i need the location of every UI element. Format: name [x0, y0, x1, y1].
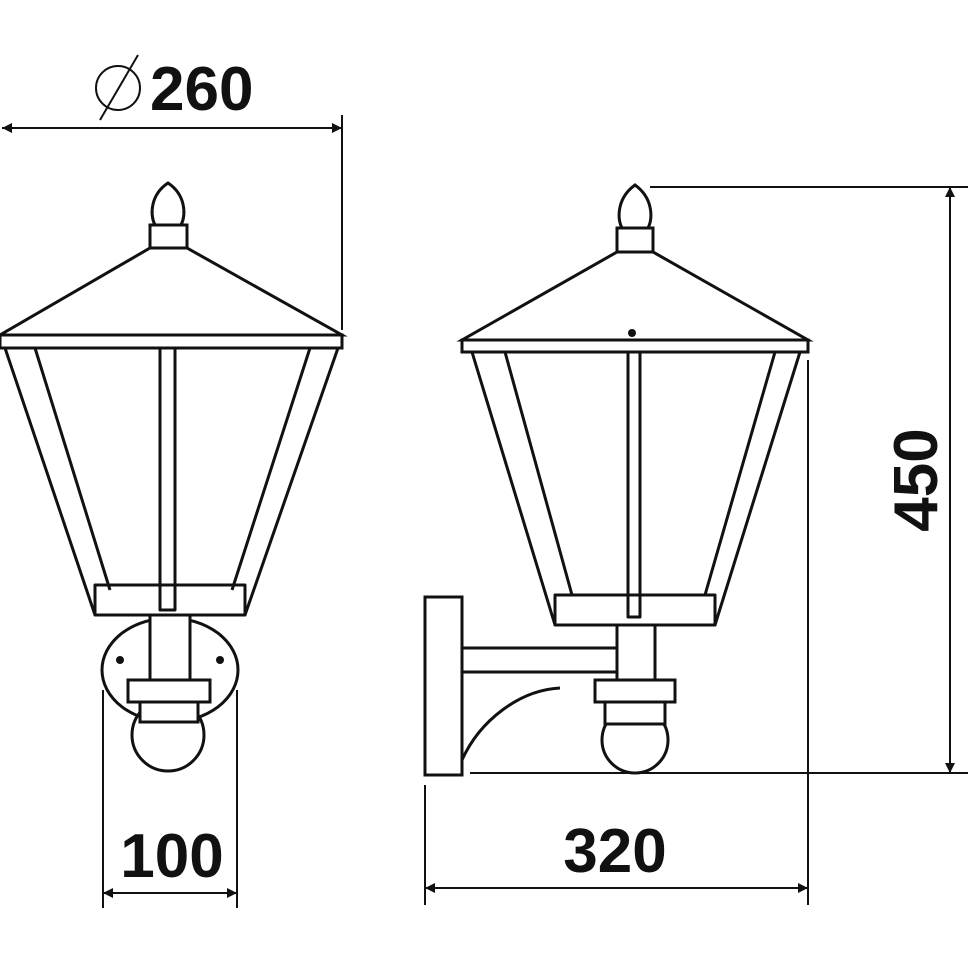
side-neck [615, 623, 657, 682]
side-arm-brace [460, 686, 561, 761]
height-value: 450 [882, 428, 951, 531]
side-arm [460, 646, 619, 674]
mount-width-value: 100 [120, 822, 223, 891]
side-base-ring [553, 593, 717, 627]
side-view [423, 183, 814, 777]
side-roof [456, 250, 814, 342]
dimension-mount-width: 100 [102, 690, 238, 908]
side-center-post [626, 350, 642, 619]
dimension-height: 450 [470, 186, 968, 774]
front-center-post [158, 346, 177, 612]
front-roof-rim [0, 333, 344, 350]
dimension-diameter: 260 [2, 54, 343, 330]
diameter-value: 260 [150, 55, 253, 124]
diameter-symbol [95, 65, 141, 111]
front-frame-inner [33, 347, 312, 591]
side-roof-rim [460, 338, 810, 354]
side-body [470, 351, 802, 627]
side-frame-inner [503, 351, 777, 596]
front-sensor-window [138, 700, 200, 724]
front-sensor-box [126, 678, 212, 704]
side-sensor-window [603, 700, 667, 726]
front-neck [148, 613, 192, 682]
dimension-depth: 320 [424, 360, 809, 905]
roof-dot [628, 329, 636, 337]
depth-value: 320 [563, 817, 666, 886]
screw-hole [116, 656, 124, 664]
side-finial [617, 183, 653, 230]
screw-hole [216, 656, 224, 664]
side-finial-collar [615, 226, 655, 254]
front-finial-collar [148, 223, 189, 250]
side-wall-plate [423, 595, 464, 777]
front-finial [150, 181, 186, 227]
front-roof [0, 246, 348, 337]
side-sensor-box [593, 678, 677, 704]
front-body [3, 347, 340, 617]
front-view [0, 181, 348, 773]
